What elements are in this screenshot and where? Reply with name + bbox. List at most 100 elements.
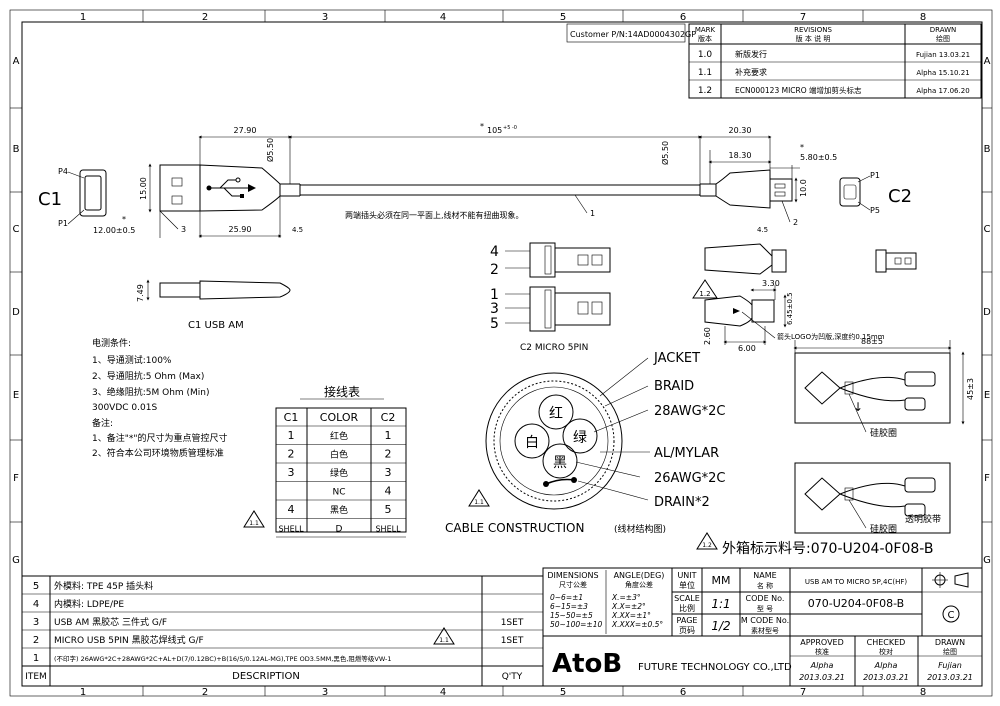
grid-col-bottom: 4 — [440, 687, 446, 698]
note-same-plane: 两端插头必须在同一平面上,线材不能有扭曲现象。 — [345, 210, 524, 220]
tb-angle-tolerance: X.=±3° — [611, 593, 641, 602]
tb-approved-date: 2013.03.21 — [799, 673, 845, 682]
layer-al-mylar: AL/MYLAR — [654, 446, 719, 461]
customer-pn: Customer P/N:14AD0004302GP — [570, 30, 696, 39]
grid-row-left: D — [12, 307, 20, 318]
c2-pin-views: 4 2 1 3 5 C2 MICRO 5PIN — [490, 242, 611, 353]
tb-angle-cn: 角度公差 — [625, 580, 653, 589]
grid-row-left: G — [12, 555, 20, 566]
pin-label-5: 5 — [490, 316, 499, 332]
bom-desc: 内模料: LDPE/PE — [54, 598, 124, 610]
bom-head-desc: DESCRIPTION — [232, 671, 300, 682]
box-label-text: 外箱标示料号:070-U204-0F08-B — [722, 541, 933, 557]
cable-caption: CABLE CONSTRUCTION — [445, 521, 584, 535]
tb-checked-cn: 校对 — [879, 647, 893, 656]
pin-label-4: 4 — [490, 244, 499, 260]
logo-note: 箭头LOGO为凹版,深度约0.15mm — [777, 332, 885, 341]
dim-dia-left: Ø5.50 — [265, 138, 275, 162]
wiring-cell-c1: 1 — [288, 429, 295, 442]
tb-angle-tolerance: X.XX=±1° — [611, 611, 651, 620]
c1-usb-am-label: C1 USB AM — [188, 320, 244, 331]
rev-row-desc: ECN000123 MICRO 端增加剪头标志 — [735, 85, 862, 95]
wiring-cell-color: D — [336, 525, 343, 535]
grid-col-bottom: 3 — [322, 687, 328, 698]
tb-name-value: USB AM TO MICRO 5P,4C(HF) — [805, 578, 908, 586]
test-line-2: 2、导通阻抗:5 Ohm (Max) — [92, 370, 204, 382]
rev-row-desc: 新版发行 — [735, 49, 767, 59]
tb-tolerance: 6~15=±3 — [550, 602, 588, 611]
bom-table: 5 外模料: TPE 45P 插头料 4 内模料: LDPE/PE 3 USB … — [22, 568, 544, 686]
c2-face-outline — [839, 177, 861, 207]
grid-row-left: E — [13, 390, 19, 401]
grid-col-top: 5 — [560, 12, 566, 23]
dim-45: 45±3 — [966, 378, 975, 400]
grid-col-top: 4 — [440, 12, 446, 23]
layer-26awg: 26AWG*2C — [654, 471, 726, 486]
svg-text:↓: ↓ — [853, 400, 863, 414]
wiring-cell-c2: 5 — [385, 503, 392, 516]
tb-unit-value: MM — [712, 574, 731, 587]
rev-row-mark: 1.2 — [698, 86, 712, 96]
balloon-1: 1 — [590, 209, 595, 218]
test-conditions: 电测条件: 1、导通测试:100% 2、导通阻抗:5 Ohm (Max) 3、绝… — [92, 337, 228, 459]
grid-col-bottom: 1 — [80, 687, 86, 698]
bom-head-qty: Q'TY — [502, 672, 523, 682]
wiring-title: 接线表 — [324, 384, 360, 399]
test-line-1: 1、导通测试:100% — [92, 354, 172, 366]
tb-code-value: 070-U204-0F08-B — [808, 597, 904, 610]
tb-tolerance: 15~50=±5 — [550, 611, 593, 620]
tb-mcode: M CODE No. — [741, 616, 789, 625]
pin-label-2: 2 — [490, 262, 499, 278]
grid-col-bottom: 2 — [202, 687, 208, 698]
grid-row-right: G — [983, 555, 991, 566]
bom-item: 5 — [33, 581, 39, 592]
rev-head-drawn: DRAWN — [930, 26, 957, 34]
wiring-cell-color: 绿色 — [330, 467, 348, 479]
wiring-head-c2: C2 — [381, 411, 396, 424]
tb-unit-cn: 单位 — [679, 580, 695, 590]
wiring-cell-c2: 3 — [385, 466, 392, 479]
c2-micro-5pin-label: C2 MICRO 5PIN — [520, 343, 588, 353]
test-line-3: 3、绝缘阻抗:5M Ohm (Min) — [92, 386, 210, 398]
c2-face-inner — [843, 184, 857, 200]
dim-88: 88±5 — [861, 337, 883, 346]
c1-face-inner — [84, 175, 102, 211]
dim-6-45: 6.45±0.5 — [786, 292, 794, 325]
c1-face-outline — [79, 169, 107, 217]
bom-qty: 1SET — [501, 618, 524, 628]
tb-approved: APPROVED — [800, 638, 844, 647]
tb-code-cn: 型 号 — [757, 604, 773, 613]
grid-row-left: A — [13, 56, 20, 67]
tb-approved-by: Alpha — [810, 661, 834, 670]
tb-drawn-date: 2013.03.21 — [927, 673, 973, 682]
balloon-3: 3 — [181, 225, 186, 234]
bom-item: 1 — [33, 653, 39, 664]
wiring-cell-c2: 2 — [385, 448, 392, 461]
layer-jacket: JACKET — [653, 351, 700, 366]
customer-pn-box — [566, 23, 686, 43]
dim-15-00: 15.00 — [139, 177, 148, 200]
pin-label-3: 3 — [490, 301, 499, 317]
company-name: FUTURE TECHNOLOGY CO.,LTD — [638, 662, 792, 673]
grid-row-left: B — [13, 144, 20, 155]
tb-scale: SCALE — [674, 594, 700, 603]
tb-dimensions-cn: 尺寸公差 — [559, 580, 587, 589]
tb-page-value: 1/2 — [711, 619, 730, 633]
grid-row-right: A — [984, 56, 991, 67]
rev-head-mark: MARK — [695, 26, 716, 34]
tb-checked: CHECKED — [867, 638, 906, 647]
dim-3-30: 3.30 — [762, 279, 780, 288]
wiring-cell-c1: SHELL — [278, 525, 304, 534]
label-p4: P4 — [58, 167, 68, 176]
grid-row-right: E — [984, 390, 990, 401]
tb-page: PAGE — [677, 616, 698, 625]
dim-4-5-right: 4.5 — [757, 226, 768, 234]
grid-col-top: 6 — [680, 12, 686, 23]
tb-tolerance: 0~6=±1 — [550, 593, 583, 602]
wiring-head-c1: C1 — [284, 411, 299, 424]
micro-detail-views: 3.30 6.45±0.5 6.00 2.60 箭头LOGO为凹版,深度约0.1… — [692, 243, 917, 353]
wiring-cell-c2: SHELL — [375, 525, 401, 534]
